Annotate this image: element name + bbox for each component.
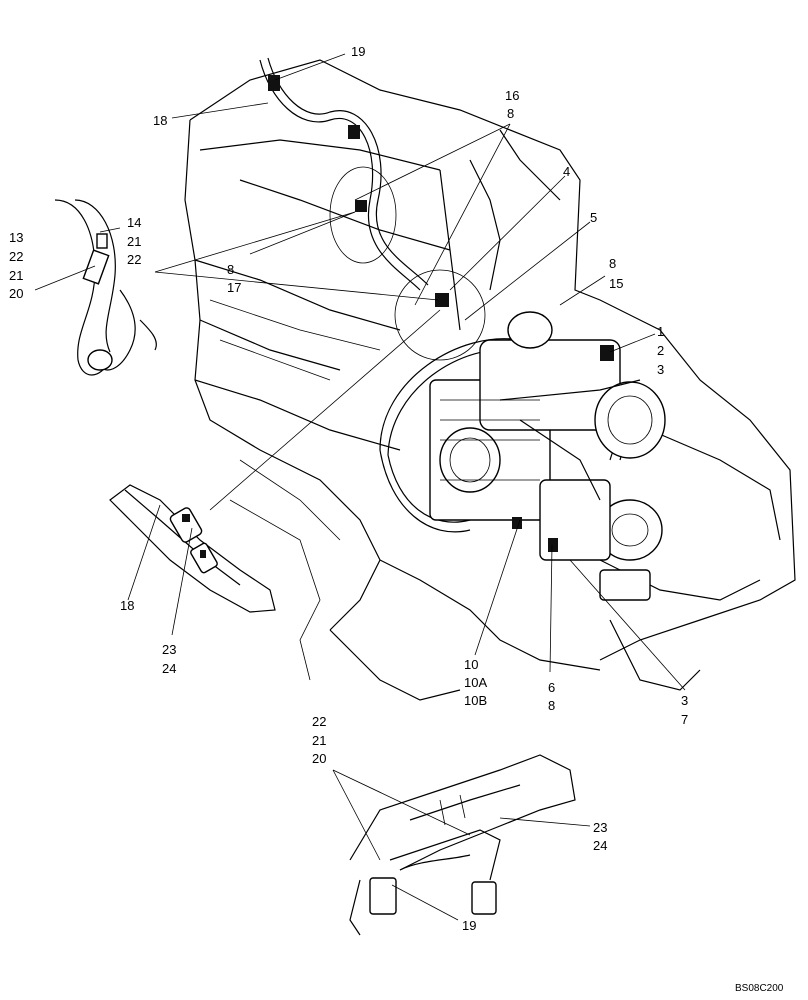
callout-3-a: 3 [657,362,665,377]
machine-frame [184,59,796,701]
callout-16: 16 [505,88,520,103]
callout-5: 5 [590,210,598,225]
callout-3-b: 3 [681,693,689,708]
callout-15: 15 [609,276,624,291]
callout-8-b: 8 [609,256,617,271]
callout-4: 4 [563,164,571,179]
upper-left-detail [54,199,157,376]
callout-18-mid: 18 [120,598,135,613]
middle-left-detail [109,484,276,613]
callout-8-c: 8 [227,262,235,277]
callout-6: 6 [548,680,556,695]
leader-lines [34,53,686,921]
callout-8-d: 8 [548,698,556,713]
figure-code: BS08C200 [735,983,784,994]
callout-21-b: 21 [9,268,24,283]
callout-22-b: 22 [9,249,24,264]
callout-21-a: 21 [127,234,142,249]
callout-10A: 10A [464,675,488,690]
callout-10: 10 [464,657,479,672]
callout-20-a: 20 [9,286,24,301]
callout-19-top: 19 [351,44,366,59]
bottom-detail [349,754,576,936]
callout-10B: 10B [464,693,488,708]
callout-23-a: 23 [162,642,177,657]
callout-14: 14 [127,215,142,230]
callout-23-b: 23 [593,820,608,835]
callout-2: 2 [657,343,665,358]
callout-24-a: 24 [162,661,177,676]
callout-22-c: 22 [312,714,327,729]
callout-8-a: 8 [507,106,515,121]
callout-21-c: 21 [312,733,327,748]
callout-24-b: 24 [593,838,608,853]
callout-20-b: 20 [312,751,327,766]
hose-routing [259,57,626,533]
callout-17: 17 [227,280,242,295]
callout-22-a: 22 [127,252,142,267]
engine-assembly [429,311,666,601]
callout-18-top: 18 [153,113,168,128]
callout-19-bottom: 19 [462,918,477,933]
callout-13: 13 [9,230,24,245]
callout-7: 7 [681,712,689,727]
callout-1: 1 [657,324,665,339]
